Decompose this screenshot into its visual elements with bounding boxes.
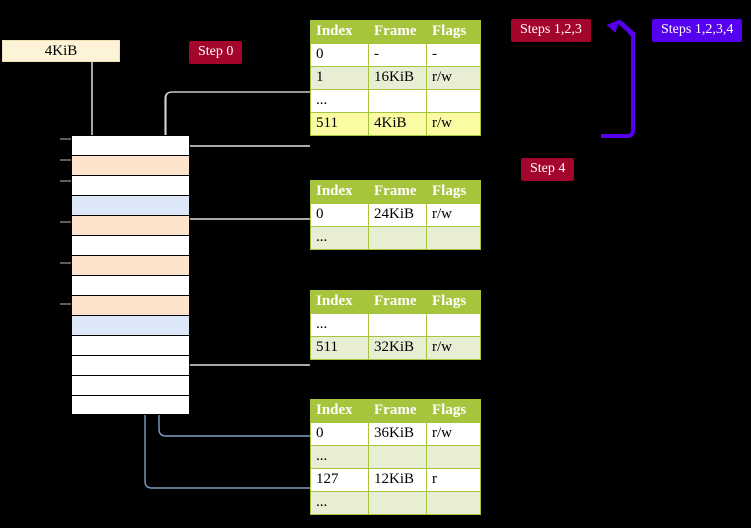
column-header-index: Index — [310, 180, 369, 204]
cell-index: ... — [310, 445, 369, 469]
column-header-frame: Frame — [368, 399, 427, 423]
cell-index: ... — [310, 226, 369, 250]
cell-flags: r/w — [426, 112, 481, 136]
cell-frame: - — [368, 43, 427, 67]
cell-flags: r/w — [426, 203, 481, 227]
cell-flags — [426, 313, 481, 337]
cell-index: 127 — [310, 468, 369, 492]
memory-cell-2 — [71, 175, 190, 195]
badge-step4: Step 4 — [521, 158, 575, 181]
cell-flags: r/w — [426, 422, 481, 446]
cell-frame: 32KiB — [368, 336, 427, 360]
cell-flags: r/w — [426, 336, 481, 360]
badge-steps1234: Steps 1,2,3,4 — [652, 19, 743, 42]
memory-cell-4 — [71, 215, 190, 235]
cell-frame: 12KiB — [368, 468, 427, 492]
cell-frame: 4KiB — [368, 112, 427, 136]
cell-frame — [368, 89, 427, 113]
cell-index: 511 — [310, 112, 369, 136]
memory-cell-3 — [71, 195, 190, 215]
table-row[interactable]: 0-- — [310, 43, 481, 67]
frame-box-4kib: 4KiB — [2, 40, 120, 62]
frame-box-label: 4KiB — [44, 43, 78, 59]
cell-frame — [368, 313, 427, 337]
cell-frame: 24KiB — [368, 203, 427, 227]
table-row[interactable]: ... — [310, 89, 481, 113]
cell-frame: 36KiB — [368, 422, 427, 446]
column-header-flags: Flags — [426, 399, 481, 423]
cell-flags — [426, 491, 481, 515]
memory-cell-13 — [71, 395, 190, 415]
cell-index: ... — [310, 313, 369, 337]
column-header-index: Index — [310, 20, 369, 44]
memory-cell-6 — [71, 255, 190, 275]
memory-cell-7 — [71, 275, 190, 295]
cell-index: 0 — [310, 43, 369, 67]
memory-column — [71, 135, 190, 415]
cell-frame — [368, 226, 427, 250]
memory-cell-5 — [71, 235, 190, 255]
cell-flags — [426, 226, 481, 250]
memory-cell-8 — [71, 295, 190, 315]
badge-step0: Step 0 — [189, 41, 243, 64]
memory-cell-11 — [71, 355, 190, 375]
table-row[interactable]: ... — [310, 226, 481, 250]
cell-index: 1 — [310, 66, 369, 90]
cell-flags: - — [426, 43, 481, 67]
column-header-frame: Frame — [368, 20, 427, 44]
memory-cell-1 — [71, 155, 190, 175]
column-header-index: Index — [310, 399, 369, 423]
memory-cell-0 — [71, 135, 190, 155]
memory-cell-12 — [71, 375, 190, 395]
table-row[interactable]: ... — [310, 445, 481, 469]
column-header-flags: Flags — [426, 290, 481, 314]
cell-flags — [426, 445, 481, 469]
memory-cell-9 — [71, 315, 190, 335]
memory-tick-marks — [60, 138, 71, 305]
cell-flags: r/w — [426, 66, 481, 90]
column-header-flags: Flags — [426, 20, 481, 44]
cell-flags: r — [426, 468, 481, 492]
cell-frame — [368, 491, 427, 515]
column-header-flags: Flags — [426, 180, 481, 204]
cell-index: ... — [310, 89, 369, 113]
cell-index: 511 — [310, 336, 369, 360]
cell-index: ... — [310, 491, 369, 515]
memory-cell-10 — [71, 335, 190, 355]
badge-steps123: Steps 1,2,3 — [511, 19, 591, 42]
column-header-frame: Frame — [368, 180, 427, 204]
table-row[interactable]: ... — [310, 491, 481, 515]
column-header-frame: Frame — [368, 290, 427, 314]
cell-index: 0 — [310, 203, 369, 227]
cell-flags — [426, 89, 481, 113]
table-row[interactable]: ... — [310, 313, 481, 337]
wire-steps-1234-bracket — [601, 19, 635, 138]
cell-frame: 16KiB — [368, 66, 427, 90]
column-header-index: Index — [310, 290, 369, 314]
cell-index: 0 — [310, 422, 369, 446]
cell-frame — [368, 445, 427, 469]
